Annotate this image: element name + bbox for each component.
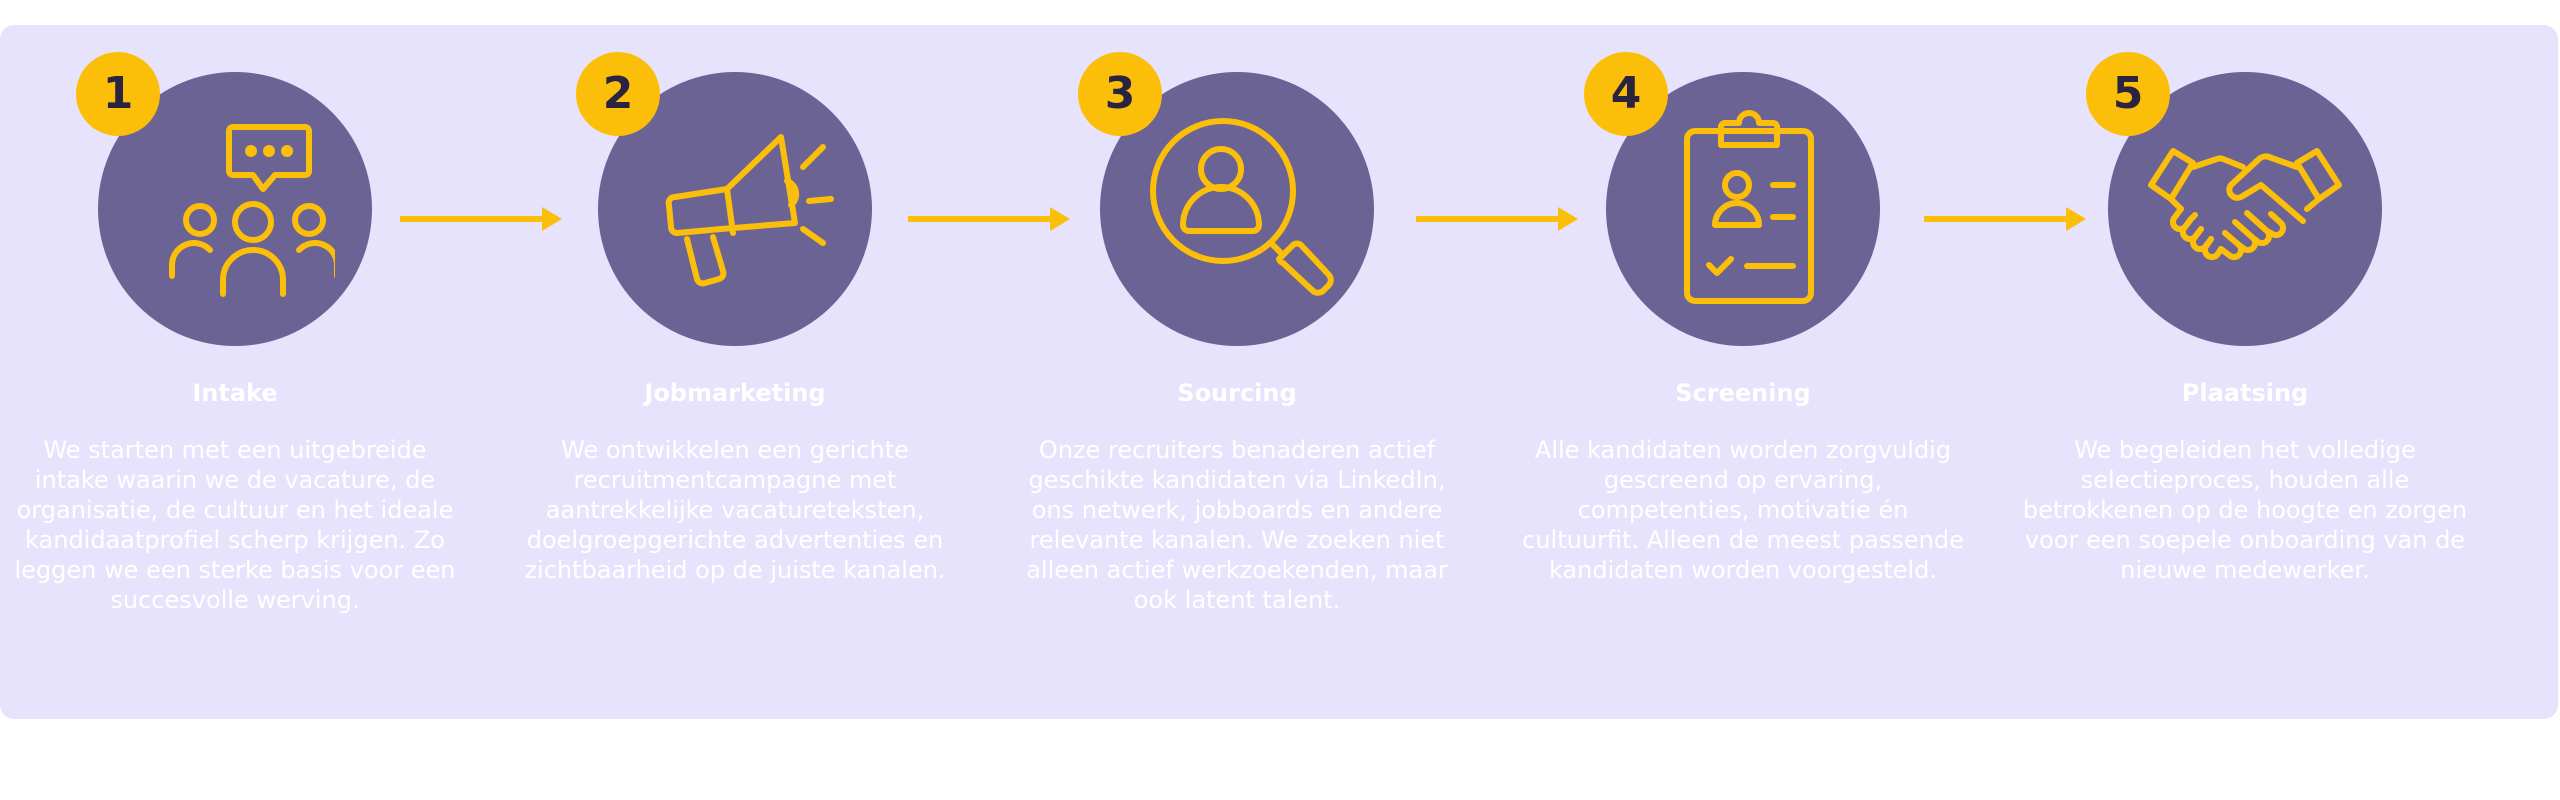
step-description: We starten met een uitgebreide intake wa… <box>14 436 456 614</box>
clipboard-profile-icon <box>1684 110 1814 304</box>
step-description: Onze recruiters benaderen actief geschik… <box>1026 436 1448 614</box>
step-title: Jobmarketing <box>644 379 826 407</box>
step-number-badge: 5 <box>2086 52 2170 136</box>
arrow-right-icon <box>1414 204 1579 234</box>
step-number-badge: 3 <box>1078 52 1162 136</box>
step-description: Alle kandidaten worden zorgvuldig gescre… <box>1522 436 1964 584</box>
step-title: Plaatsing <box>2181 379 2309 407</box>
arrow-right-icon <box>1922 204 2087 234</box>
arrow-right-icon <box>398 204 563 234</box>
step-jobmarketing: 2 Jobmarketing We ontwikkelen een gerich… <box>500 25 946 719</box>
process-panel: 1 Intake We starten met een uitgebreide … <box>0 25 2558 719</box>
step-intake: 1 Intake We starten met een uitgebreide … <box>0 25 455 719</box>
step-plaatsing: 5 Plaatsing We begeleiden het volledige … <box>2010 25 2467 719</box>
step-description: We begeleiden het volledige selectieproc… <box>2022 436 2468 584</box>
megaphone-icon <box>665 134 834 287</box>
team-chat-icon <box>169 124 335 297</box>
step-number-badge: 1 <box>76 52 160 136</box>
step-title: Screening <box>1675 379 1811 407</box>
step-title: Sourcing <box>1177 379 1297 407</box>
step-description: We ontwikkelen een gerichte recruitmentc… <box>524 436 946 584</box>
step-sourcing: 3 Sourcing Onze recruiters benaderen act… <box>1002 25 1448 719</box>
handshake-icon <box>2148 148 2342 261</box>
arrow-right-icon <box>906 204 1071 234</box>
step-title: Intake <box>192 379 278 407</box>
search-person-icon <box>1150 118 1334 296</box>
step-number-badge: 2 <box>576 52 660 136</box>
step-number-badge: 4 <box>1584 52 1668 136</box>
step-screening: 4 Screening Alle kandidaten worden zorgv… <box>1508 25 1964 719</box>
